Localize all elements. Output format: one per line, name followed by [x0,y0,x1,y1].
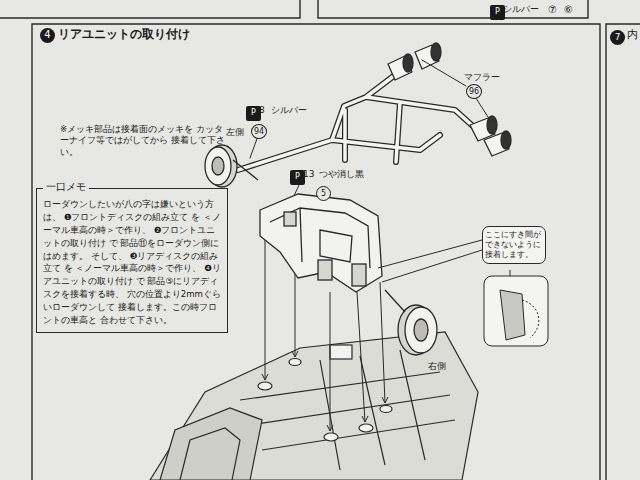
drawing-stroke [320,350,425,470]
drawing-stroke [487,116,497,134]
drawing-stroke [233,160,258,180]
paint-icon: P [490,5,505,20]
drawing-stroke [405,307,437,353]
drawing-stroke [0,0,300,18]
muffler [238,43,511,200]
part-label: マフラー [464,72,500,82]
callout-box: ここにすき間が できないように 接着します。 [482,226,546,264]
drawing-stroke [352,264,366,286]
drawing-stroke [422,60,490,120]
drawing-stroke [32,24,600,480]
drawing-stroke [212,157,224,175]
callout-number: 7 [610,30,625,45]
memo-heading: 一口メモ [43,181,89,194]
drawing-stroke [270,208,370,268]
part-label: 左側 [226,127,244,137]
note-text: ※メッキ部品は接着面のメッキを カッターナイフ等ではがしてから 接着して下さい。 [60,124,228,158]
drawing-stroke [484,276,548,346]
drawing-stroke [205,147,231,185]
left-disc [205,145,258,187]
rear-unit-part [260,194,382,292]
drawing-stroke [318,0,588,18]
drawing-stroke [388,43,511,156]
drawing-stroke [180,428,240,480]
drawing-stroke [501,131,511,149]
part-label: 8 [259,105,265,115]
step-title: リアユニットの取り付け [58,28,190,42]
part-label: つや消し黒 [319,169,364,179]
drawing-stroke [385,290,405,312]
part-label: 右側 [428,361,446,371]
part-label: 13 [303,169,314,179]
callout-number: 94 [251,124,267,139]
drawing-stroke [318,260,332,280]
right-disc [385,290,437,355]
drawing-stroke [262,351,388,431]
drawing-stroke [359,424,373,432]
drawing-stroke [260,194,382,292]
drawing-stroke [150,332,478,480]
drawing-stroke [238,75,475,170]
drawing-stroke [500,290,525,340]
drawing-stroke [431,43,441,61]
part-label: 内 [627,29,638,42]
drawing-stroke [380,406,392,413]
drawing-stroke [414,319,428,341]
drawing-stroke [606,24,640,480]
drawing-stroke [240,372,455,450]
drawing-stroke [238,75,475,170]
memo-body: ここにすき間が できないように 接着します。 [485,230,543,260]
callout-number: 5 [316,186,331,201]
part-label: シルバー [503,4,539,14]
callout-number: 96 [466,84,482,99]
paint-icon: P [290,170,305,185]
part-label: ⑥ [564,4,573,16]
part-label: シルバー [271,105,307,115]
drawing-stroke [160,408,262,480]
drawing-stroke [330,345,352,359]
chassis [150,332,478,480]
paint-icon: P [246,106,261,121]
part-label: ⑦ [548,4,557,16]
callout-number: 4 [40,28,55,43]
drawing-stroke [289,359,301,366]
drawing-stroke [284,212,296,226]
drawing-stroke [250,136,300,200]
drawing-stroke [324,433,338,441]
drawing-stroke [403,54,413,72]
memo-body: ローダウンしたいが八の字は嫌いという方は、 ❶フロントディスクの組み立て を ＜… [43,198,222,327]
drawing-stroke [258,382,272,390]
memo-box: 一口メモローダウンしたいが八の字は嫌いという方は、 ❶フロントディスクの組み立て… [36,188,228,333]
drawing-stroke [522,300,539,338]
